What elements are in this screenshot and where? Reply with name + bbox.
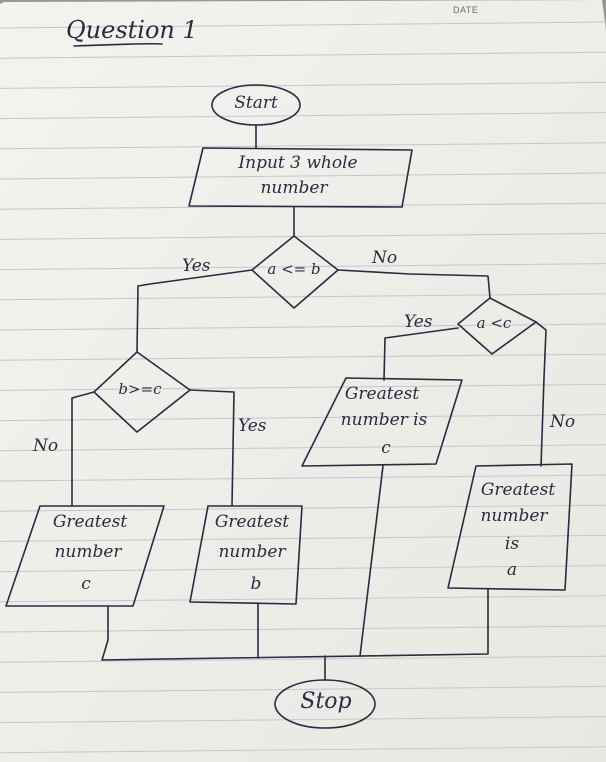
input-parallelogram (188, 147, 413, 208)
output-right-c-line3: c (381, 438, 391, 458)
date-label: DATE (453, 5, 479, 15)
connector-yes-to-decision2 (136, 269, 253, 353)
output-b-line2: number (218, 542, 286, 562)
ruled-line (0, 51, 606, 59)
ruled-line (0, 293, 606, 301)
output-b-box (189, 505, 303, 605)
page-heading: Question 1 (66, 16, 198, 44)
decision-3-label: a <c (476, 314, 512, 332)
input-label-line2: number (260, 178, 328, 198)
ruled-line (0, 142, 606, 150)
output-right-c-line2: number is (340, 410, 428, 430)
connector-right-c-down (359, 465, 384, 657)
output-right-c-line1: Greatest (344, 384, 420, 404)
decision-3-yes-label: Yes (404, 312, 433, 332)
decision-2-yes-label: Yes (238, 416, 267, 436)
ruled-line (0, 172, 606, 180)
output-right-c-box (301, 377, 463, 467)
decision-2-label: b>=c (118, 380, 162, 398)
ruled-line (0, 444, 606, 452)
output-left-c-line1: Greatest (52, 512, 128, 532)
ruled-line (0, 716, 606, 724)
ruled-line (0, 263, 606, 271)
ruled-line (0, 112, 606, 120)
decision-1-no-label: No (372, 248, 398, 268)
ruled-line (0, 383, 606, 391)
connector-bus (101, 589, 489, 661)
connector-decision3-no (535, 321, 547, 467)
ruled-line (0, 655, 606, 663)
flowchart (5, 42, 573, 729)
connector-decision3-yes (383, 327, 459, 381)
heading-underline (73, 42, 163, 47)
ruled-line (0, 534, 606, 542)
decision-1-diamond (251, 235, 339, 309)
ruled-line (0, 232, 606, 240)
stop-terminator (274, 679, 376, 729)
ruled-line (0, 81, 606, 89)
ruled-line (0, 746, 606, 754)
ruled-line (0, 414, 606, 422)
decision-3-no-label: No (550, 412, 576, 432)
decision-2-no-label: No (33, 436, 59, 456)
decision-2-diamond (93, 351, 191, 433)
output-a-line1: Greatest (480, 480, 556, 500)
output-a-line2: number (480, 506, 548, 526)
ruled-line (0, 323, 606, 331)
connector-decision2-yes (189, 389, 235, 507)
output-a-line4: a (506, 560, 518, 580)
output-a-box (447, 463, 573, 591)
ruled-line (0, 685, 606, 693)
stop-label: Stop (300, 689, 352, 714)
ruled-line (0, 21, 606, 29)
connector-no-to-decision3 (337, 269, 491, 299)
output-b-line3: b (250, 574, 262, 594)
ruled-line (0, 625, 606, 633)
ruled-line (0, 504, 606, 512)
ruled-line (0, 565, 606, 573)
output-a-line3: is (504, 534, 520, 554)
ruled-line (0, 595, 606, 603)
connector-decision2-no (71, 391, 95, 507)
ruled-line (0, 474, 606, 482)
input-label-line1: Input 3 whole (238, 153, 358, 173)
output-left-c-box (5, 505, 165, 607)
ruled-line (0, 353, 606, 361)
decision-3-diamond (457, 297, 537, 355)
ruled-lines (0, 21, 606, 754)
start-label: Start (234, 93, 278, 113)
decision-1-yes-label: Yes (182, 256, 211, 276)
output-left-c-line2: number (54, 542, 122, 562)
output-b-line1: Greatest (214, 512, 290, 532)
decision-1-label: a <= b (267, 260, 321, 278)
output-left-c-line3: c (81, 574, 91, 594)
